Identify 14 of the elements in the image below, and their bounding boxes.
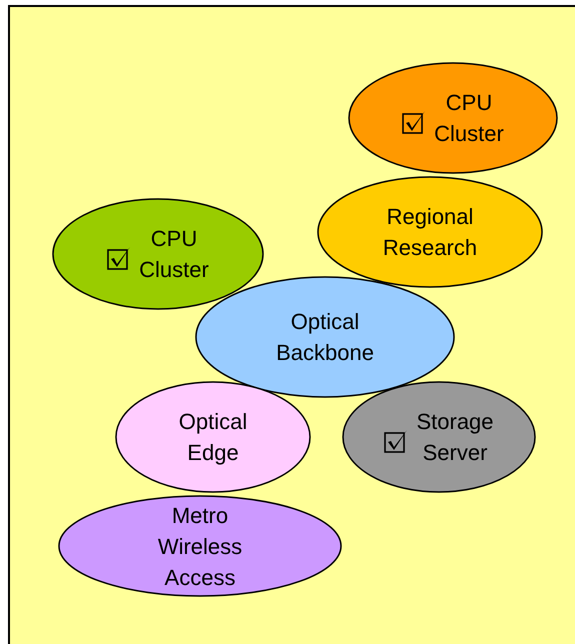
- node-label: Storage Server: [416, 408, 494, 467]
- ellipse-node: [52, 198, 264, 310]
- node-label: Optical Backbone: [276, 308, 374, 367]
- ellipse-node: [195, 276, 455, 398]
- node-label: CPU Cluster: [139, 225, 209, 284]
- ellipse-node: [342, 381, 536, 493]
- node-label: CPU Cluster: [434, 89, 504, 148]
- ellipse-node: [348, 62, 558, 174]
- ellipse-node: [58, 495, 342, 597]
- node-label: Optical Edge: [178, 408, 248, 467]
- node-label: Metro Wireless Access: [158, 502, 242, 592]
- node-label: Regional Research: [382, 203, 478, 262]
- ellipse-node: [317, 176, 543, 288]
- ellipse-node: [115, 381, 311, 493]
